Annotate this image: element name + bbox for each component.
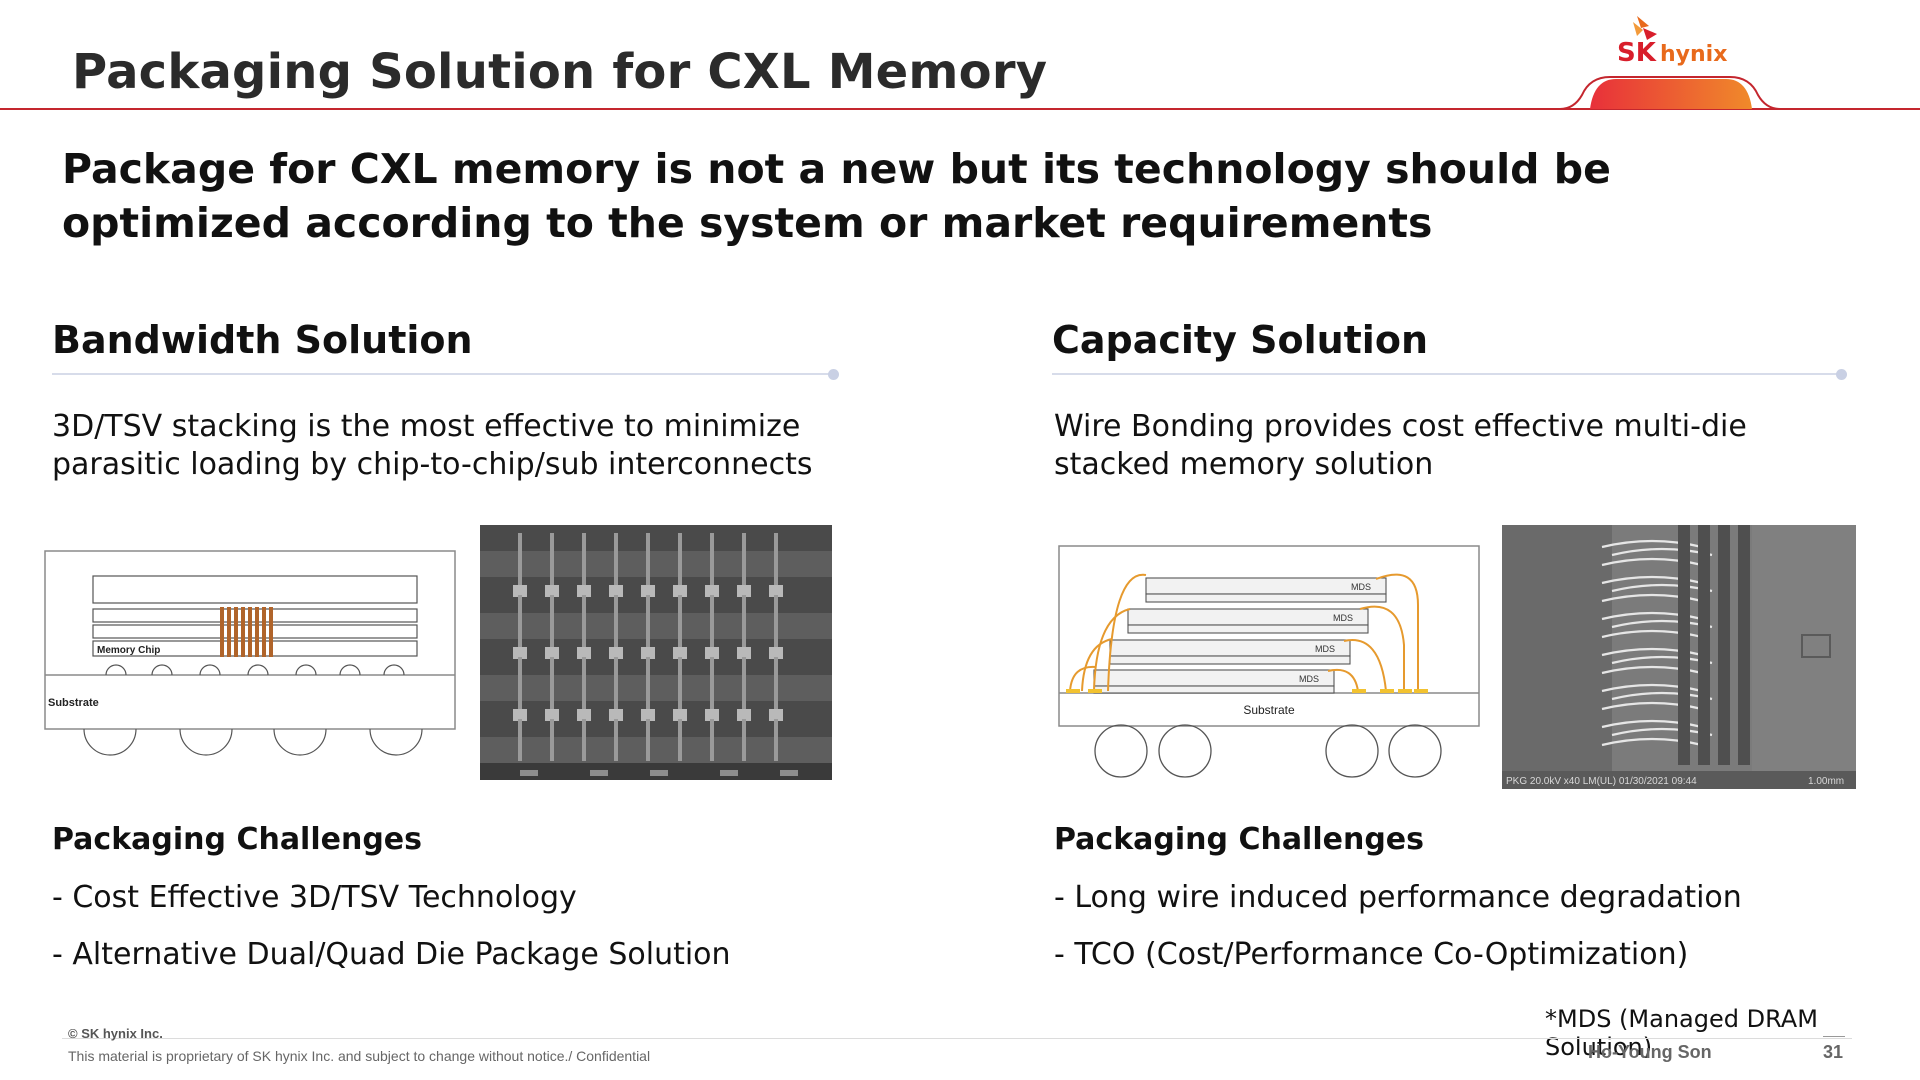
slide-title: Packaging Solution for CXL Memory [72, 44, 1048, 100]
capacity-rule-dot [1836, 369, 1847, 380]
footer-divider [62, 1038, 1852, 1039]
capacity-description: Wire Bonding provides cost effective mul… [1054, 409, 1747, 482]
bandwidth-description: 3D/TSV stacking is the most effective to… [52, 409, 813, 482]
mds-label-1: MDS [1351, 582, 1371, 592]
mds-label-3: MDS [1315, 644, 1335, 654]
mds-label-2: MDS [1333, 613, 1353, 623]
logo-sk-text: SK [1617, 38, 1656, 68]
sem-caption: PKG 20.0kV x40 LM(UL) 01/30/2021 09:44 [1506, 776, 1697, 787]
sk-hynix-logo-icon [1633, 16, 1657, 40]
footer-copyright: © SK hynix Inc. [68, 1026, 163, 1041]
logo-hynix-text: hynix [1660, 42, 1728, 67]
page-number-tick [1823, 1036, 1845, 1037]
sem-scale: 1.00mm [1808, 776, 1844, 787]
substrate-label: Substrate [1243, 703, 1295, 717]
wire-bond-stack-diagram: MDS MDS MDS MDS Substrate [1058, 545, 1480, 778]
tsv-stack-diagram: Memory Chip Substrate [44, 550, 456, 756]
capacity-challenges-title: Packaging Challenges [1054, 822, 1425, 857]
substrate-label: Substrate [48, 697, 99, 709]
capacity-challenge-2: - TCO (Cost/Performance Co-Optimization) [1054, 937, 1689, 972]
footer-confidential: This material is proprietary of SK hynix… [68, 1048, 651, 1064]
bandwidth-challenge-1: - Cost Effective 3D/TSV Technology [52, 880, 577, 915]
tsv-sem-image [480, 525, 832, 780]
page-number: 31 [1823, 1042, 1844, 1062]
footer-presenter: Ho-Young Son [1588, 1042, 1712, 1062]
header-brand-bar [1560, 76, 1780, 110]
wire-bond-sem-image: PKG 20.0kV x40 LM(UL) 01/30/2021 09:44 1… [1502, 525, 1856, 789]
slide-headline: Package for CXL memory is not a new but … [62, 145, 1611, 247]
mds-footnote: *MDS (Managed DRAM Solution) [1545, 1005, 1818, 1061]
bandwidth-challenges-title: Packaging Challenges [52, 822, 423, 857]
memory-chip-label: Memory Chip [97, 645, 160, 656]
capacity-challenge-1: - Long wire induced performance degradat… [1054, 880, 1742, 915]
bandwidth-section-title: Bandwidth Solution [52, 318, 473, 362]
capacity-section-rule [1052, 373, 1838, 375]
bandwidth-challenge-2: - Alternative Dual/Quad Die Package Solu… [52, 937, 731, 972]
mds-label-4: MDS [1299, 674, 1319, 684]
header-divider [0, 108, 1920, 110]
bandwidth-rule-dot [828, 369, 839, 380]
bandwidth-section-rule [52, 373, 832, 375]
capacity-section-title: Capacity Solution [1052, 318, 1428, 362]
